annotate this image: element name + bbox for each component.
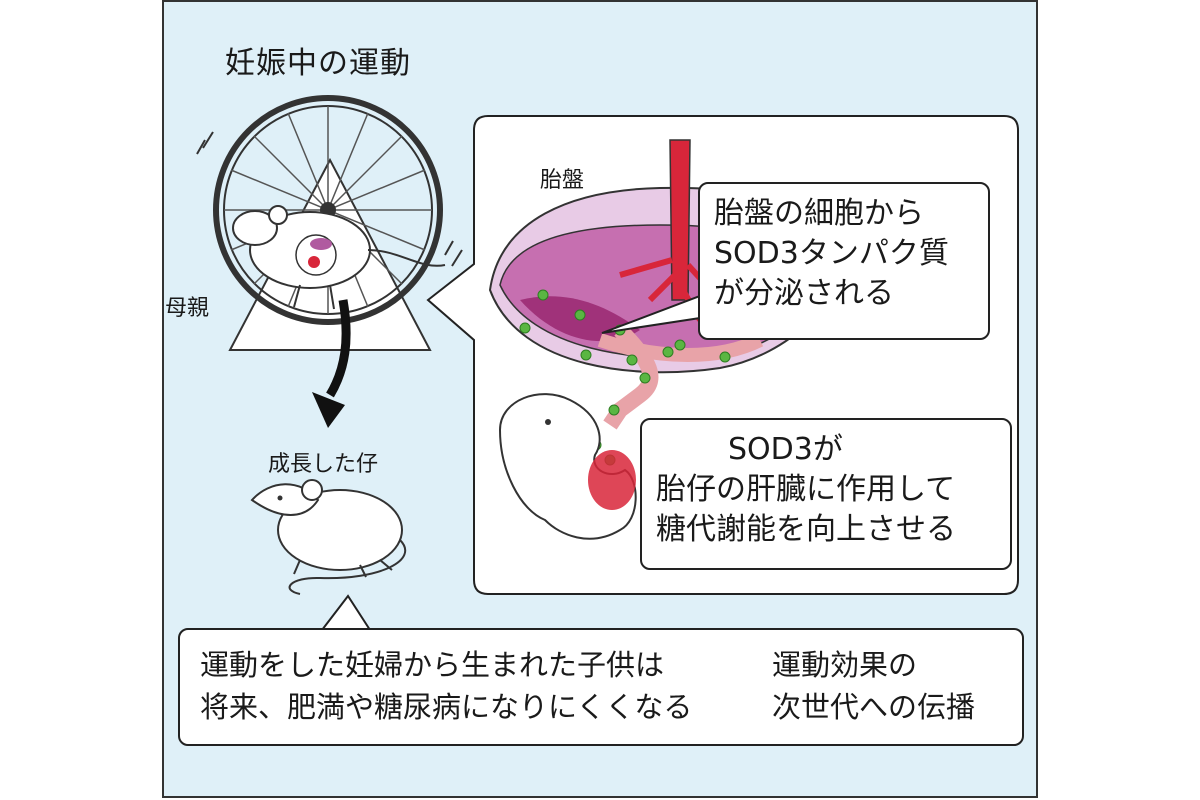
effect-description: 運動をした妊婦から生まれた子供は 将来、肥満や糖尿病になりにくくなる	[200, 644, 692, 728]
conclusion-line: 運動効果の	[772, 648, 918, 682]
mother-mouse	[232, 205, 446, 310]
effect-line: 将来、肥満や糖尿病になりにくくなる	[200, 690, 693, 724]
callout-line: SOD3タンパク質	[714, 236, 949, 271]
callout-line: SOD3が	[728, 432, 843, 467]
callout-line: 胎仔の肝臓に作用して	[656, 472, 956, 507]
fetus-illustration	[498, 393, 637, 540]
effect-conclusion: 運動効果の 次世代への伝播	[772, 644, 975, 728]
conclusion-line: 次世代への伝播	[772, 690, 976, 724]
mother-label: 母親	[165, 296, 210, 321]
placenta-label: 胎盤	[540, 168, 585, 193]
generation-arrow-head	[312, 392, 345, 428]
generation-arrow	[326, 299, 351, 398]
placenta-secretion-callout: 胎盤の細胞から SOD3タンパク質 が分泌される	[698, 182, 990, 340]
grown-pup-label: 成長した仔	[268, 452, 379, 477]
effect-pointer	[319, 594, 372, 631]
fetal-liver-callout: SOD3が 胎仔の肝臓に作用して 糖代謝能を向上させる	[640, 418, 1012, 570]
effect-line: 運動をした妊婦から生まれた子供は	[200, 648, 665, 682]
callout-line: が分泌される	[714, 276, 894, 311]
effect-summary-box: 運動をした妊婦から生まれた子供は 将来、肥満や糖尿病になりにくくなる 運動効果の…	[178, 628, 1024, 746]
diagram-title: 妊娠中の運動	[225, 46, 411, 81]
callout-line: 胎盤の細胞から	[714, 196, 924, 231]
callout-line: 糖代謝能を向上させる	[656, 512, 956, 547]
grown-pup-mouse	[250, 479, 407, 595]
